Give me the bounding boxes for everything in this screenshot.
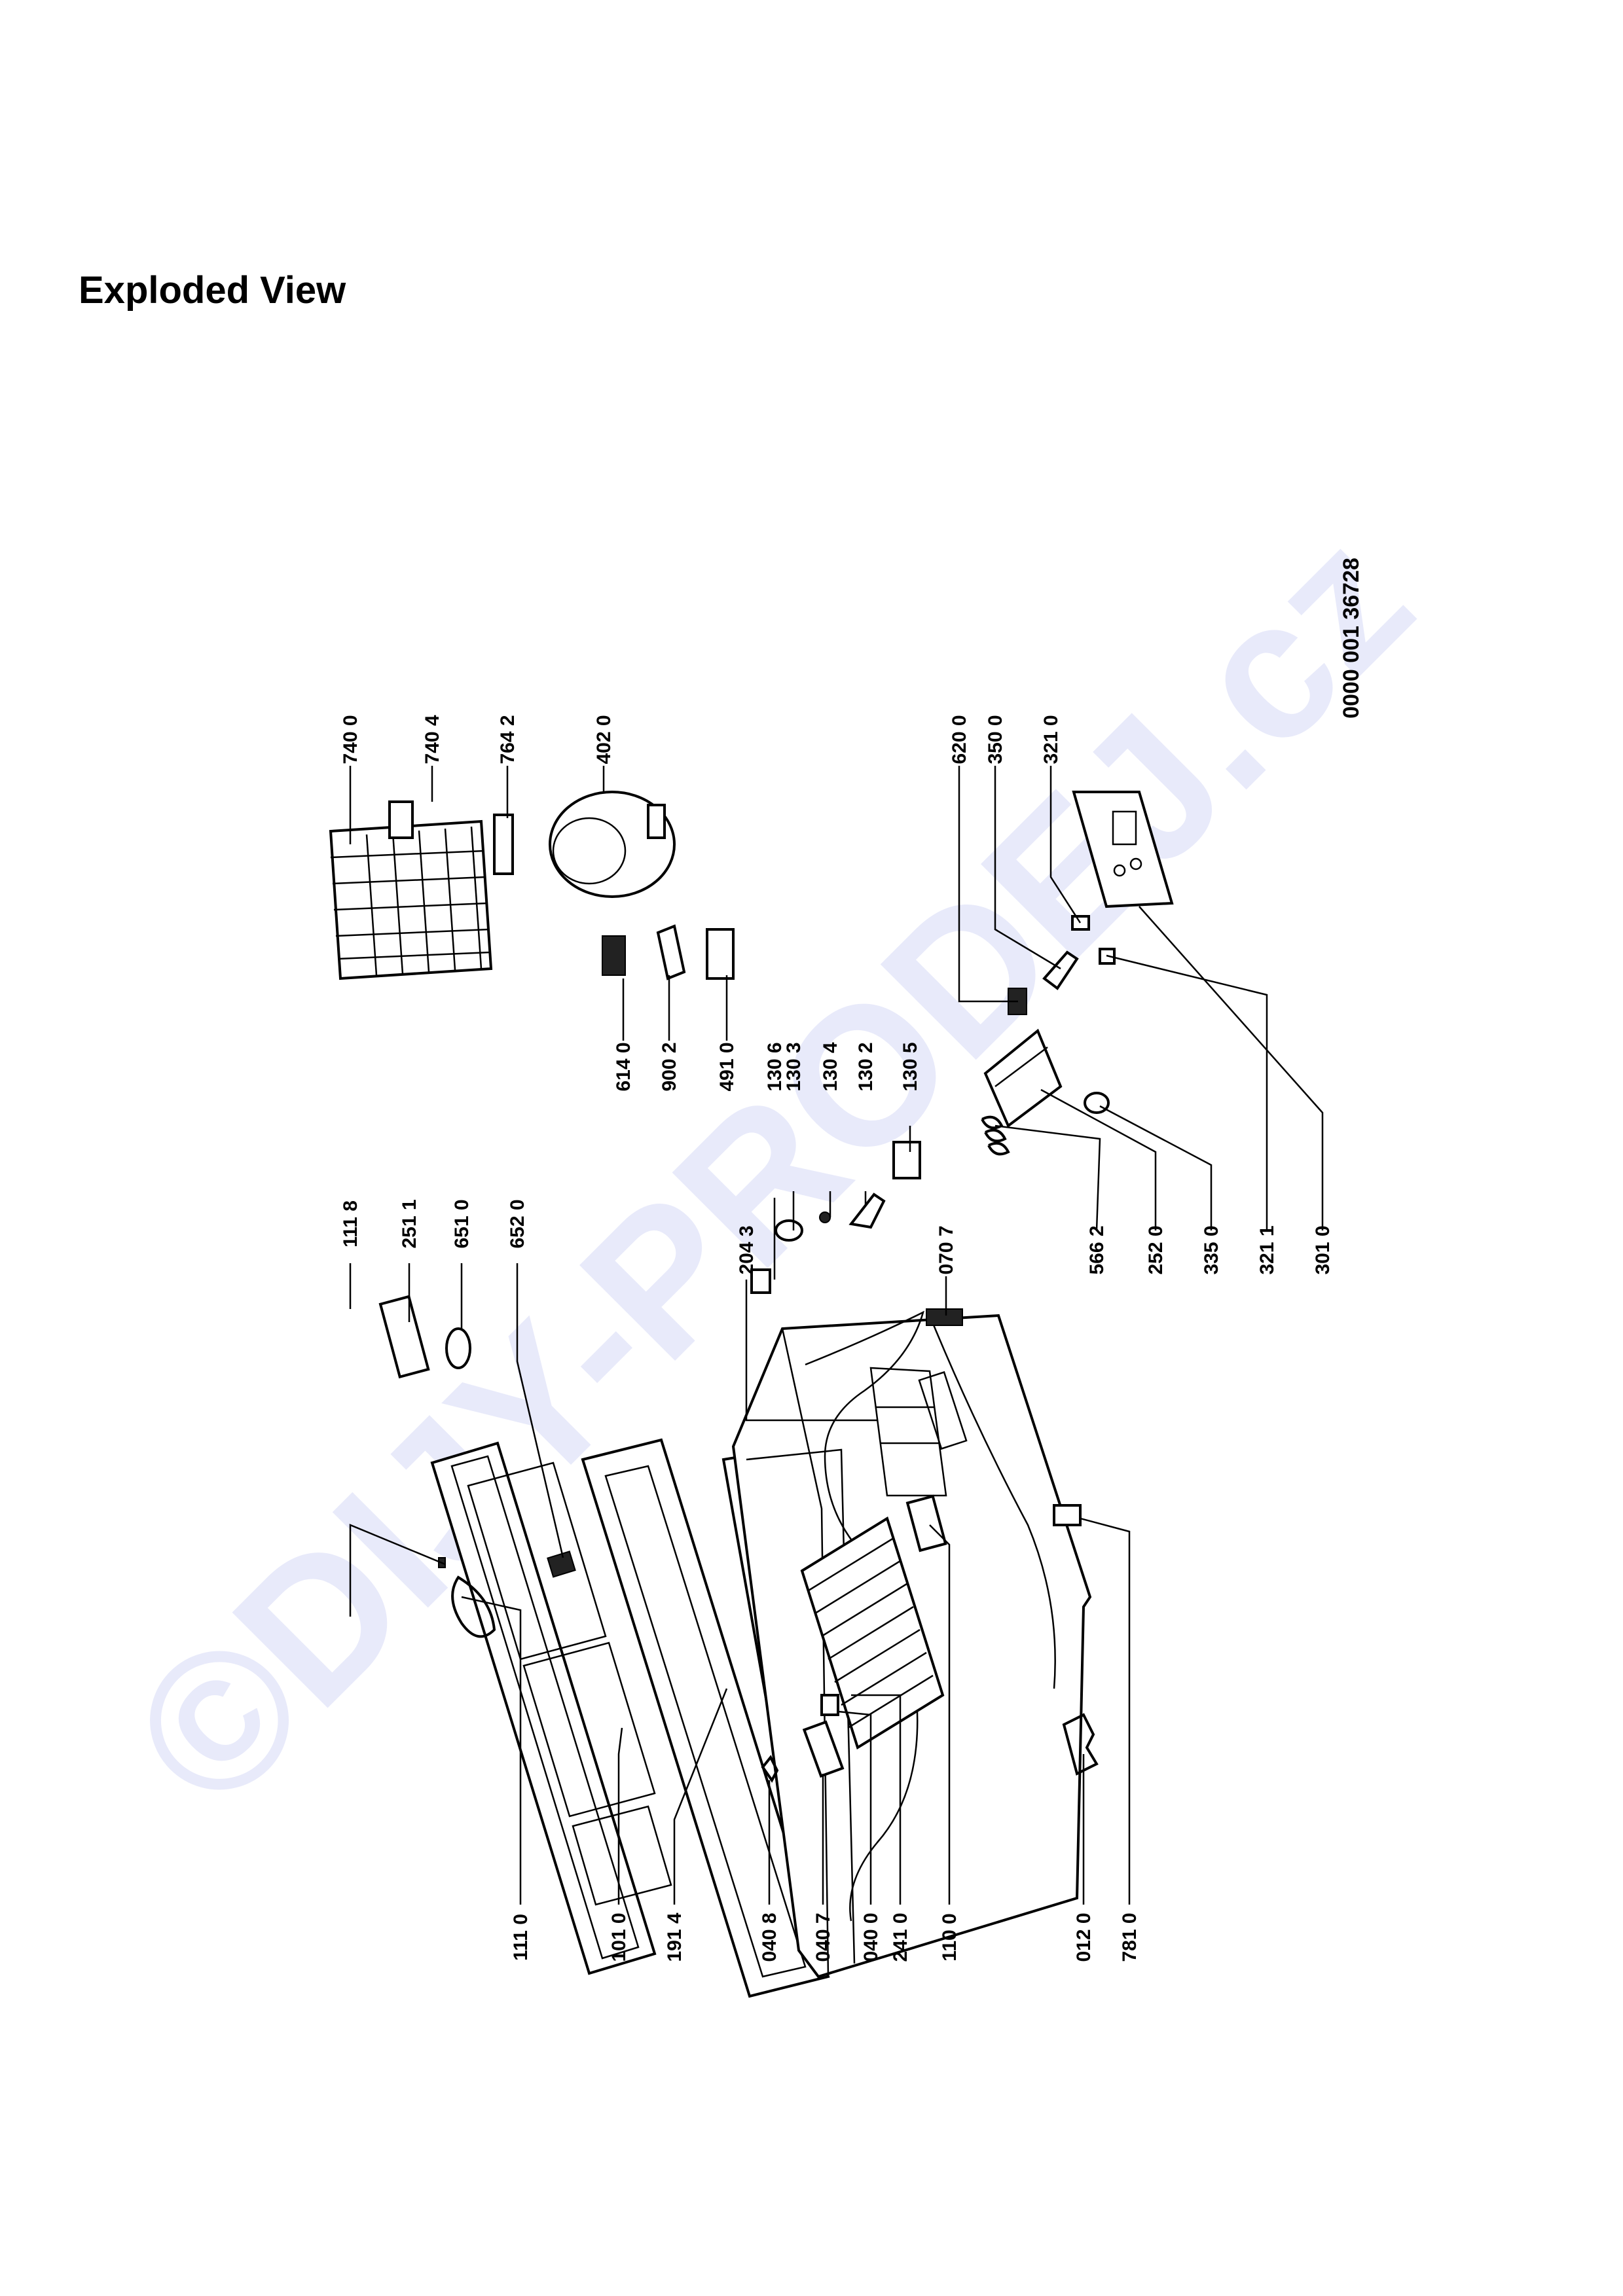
label-321-0: 321 0 (1040, 715, 1062, 764)
parts-drawing (329, 791, 1174, 1998)
part-130-4 (819, 1211, 831, 1223)
dryer-764-2 (493, 814, 514, 875)
label-566-2: 566 2 (1086, 1225, 1108, 1274)
condenser-coil (329, 819, 493, 980)
knob-335-0 (1084, 1092, 1110, 1114)
label-652-0: 652 0 (507, 1199, 528, 1248)
part-130-3 (775, 1219, 803, 1242)
label-335-0: 335 0 (1201, 1225, 1222, 1274)
part-070-7 (926, 1308, 963, 1326)
control-panel (1072, 791, 1174, 908)
lid-outer (430, 1441, 672, 1975)
part-130-6 (750, 1268, 771, 1294)
label-740-0: 740 0 (340, 715, 361, 764)
label-040-0: 040 0 (860, 1912, 882, 1962)
tray-251-1 (378, 1295, 430, 1379)
part-321-0 (1071, 915, 1090, 931)
label-130-6: 130 6 (764, 1042, 786, 1091)
clip-040-8 (761, 1755, 779, 1783)
label-321-1: 321 1 (1256, 1225, 1278, 1274)
filter-740-4 (388, 800, 414, 839)
label-764-2: 764 2 (497, 715, 519, 764)
label-070-7: 070 7 (936, 1225, 957, 1274)
label-350-0: 350 0 (985, 715, 1006, 764)
label-130-5: 130 5 (900, 1042, 921, 1091)
label-251-1: 251 1 (399, 1199, 420, 1248)
label-620-0: 620 0 (949, 715, 970, 764)
label-900-2: 900 2 (659, 1042, 680, 1091)
part-130-5 (892, 1141, 921, 1179)
label-740-4: 740 4 (422, 715, 443, 764)
page-title: Exploded View (79, 269, 346, 312)
bracket-900-2 (656, 924, 686, 980)
label-651-0: 651 0 (451, 1199, 473, 1248)
label-241-0: 241 0 (890, 1912, 911, 1962)
label-040-7: 040 7 (812, 1912, 834, 1962)
label-040-8: 040 8 (759, 1912, 780, 1962)
label-191-4: 191 4 (664, 1912, 685, 1962)
hinge-part-040-0 (820, 1694, 839, 1716)
label-301-0: 301 0 (1312, 1225, 1334, 1274)
label-130-3: 130 3 (783, 1042, 805, 1091)
label-111-8: 111 8 (340, 1200, 361, 1247)
sensor-350-0 (1042, 950, 1079, 990)
part-labels: 740 0 740 4 764 2 402 0 620 0 350 0 321 … (340, 715, 1334, 1962)
label-130-2: 130 2 (855, 1042, 877, 1091)
spring-566-2 (981, 1115, 1010, 1156)
label-781-0: 781 0 (1119, 1912, 1140, 1962)
label-614-0: 614 0 (613, 1042, 634, 1091)
label-111-0: 111 0 (510, 1914, 532, 1961)
label-130-4: 130 4 (820, 1042, 841, 1091)
hinge-part-040-7 (802, 1720, 845, 1778)
compressor (549, 791, 676, 898)
relay-614-0 (602, 935, 626, 976)
document-code: 0000 001 36728 (1339, 558, 1364, 719)
label-402-0: 402 0 (593, 715, 615, 764)
label-252-0: 252 0 (1145, 1225, 1167, 1274)
lamp-651-0 (445, 1327, 471, 1369)
leader-lines (349, 766, 1324, 1905)
box-491-0 (706, 928, 735, 980)
label-101-0: 101 0 (608, 1912, 630, 1962)
label-491-0: 491 0 (716, 1042, 738, 1091)
label-204-3: 204 3 (736, 1225, 757, 1274)
label-012-0: 012 0 (1073, 1912, 1095, 1962)
hinge-012-0 (1062, 1713, 1099, 1776)
wire-basket (800, 1494, 947, 1750)
part-130-2 (848, 1193, 886, 1229)
label-110-0: 110 0 (939, 1913, 960, 1961)
